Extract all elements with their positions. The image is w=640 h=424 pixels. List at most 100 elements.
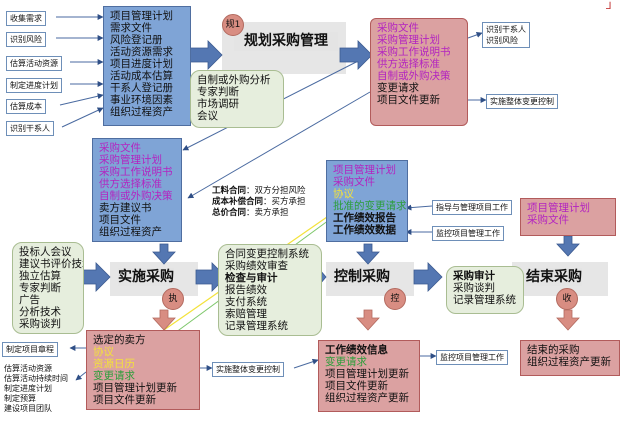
link-identify-stakeholders	[61, 107, 104, 128]
close-output-item: 组织过程资产更新	[527, 356, 611, 368]
conduct-output-item: 项目管理计划更新	[93, 382, 177, 394]
arrow-conduct-input-down	[152, 243, 176, 265]
plan-to-label-item: 识别干系人	[486, 25, 526, 34]
conduct-input-item: 采购文件	[99, 142, 141, 154]
conduct-tool-item: 投标人会议	[19, 246, 72, 258]
plan-input-item: 项目管理计划	[110, 10, 173, 22]
close-badge: 收	[556, 288, 578, 310]
conduct-input-item: 项目文件	[99, 214, 141, 226]
conduct-to-list-item: 制定进度计划	[4, 384, 52, 393]
link-change-to-control	[293, 358, 319, 369]
plan-to-label: 识别干系人 识别风险	[482, 22, 530, 48]
conduct-outputs-box: 选定的卖方 协议 资源日历 变更请求 项目管理计划更新 项目文件更新	[86, 330, 200, 410]
plan-output-item: 项目文件更新	[377, 94, 440, 106]
plan-tool-item: 自制或外购分析	[197, 74, 271, 86]
left-input-label: 识别风险	[6, 32, 46, 47]
plan-tools-box: 自制或外购分析 专家判断 市场调研 会议	[190, 70, 284, 128]
plan-input-item: 需求文件	[110, 22, 152, 34]
control-tool-item: 检查与审计	[225, 272, 278, 284]
plan-badge: 规1	[222, 14, 244, 36]
plan-output-item: 采购工作说明书	[377, 46, 451, 58]
contract-types-note: 工料合同：双方分担风险 成本补偿合同：买方承担 总价合同：卖方承担	[212, 186, 306, 219]
corner-mark: ⅃	[606, 1, 612, 12]
contract-type-row: 总价合同：卖方承担	[212, 208, 289, 218]
link-estimate-costs	[59, 93, 104, 106]
conduct-tools-box: 投标人会议 建议书评价技术 独立估算 专家判断 广告 分析技术 采购谈判	[12, 242, 84, 334]
conduct-to-list-item: 估算活动持续时间	[4, 374, 68, 383]
control-input-item: 项目管理计划	[333, 164, 396, 176]
close-tool-item: 采购谈判	[453, 282, 495, 294]
conduct-input-item: 组织过程资产	[99, 226, 162, 238]
plan-change-label: 实施整体变更控制	[486, 94, 558, 109]
arrow-control-out	[413, 262, 443, 292]
plan-input-item: 风险登记册	[110, 34, 163, 46]
left-input-label: 识别干系人	[6, 121, 54, 136]
conduct-tool-item: 广告	[19, 294, 40, 306]
plan-to-label-item: 识别风险	[486, 36, 518, 45]
left-input-label: 估算活动资源	[6, 56, 62, 71]
close-tool-item: 采购审计	[453, 270, 495, 282]
arrow-plan-in	[189, 40, 223, 70]
plan-output-item: 变更请求	[377, 82, 419, 94]
control-to-label: 监控项目管理工作	[436, 350, 508, 365]
conduct-to-charter-label: 制定项目章程	[2, 342, 58, 357]
control-title: 控制采购	[334, 268, 390, 286]
plan-input-item: 事业环境因素	[110, 94, 173, 106]
control-tool-item: 合同变更控制系统	[225, 248, 309, 260]
close-input-item: 项目管理计划	[527, 202, 590, 214]
close-inputs-box: 项目管理计划 采购文件	[520, 198, 616, 236]
plan-inputs-box: 项目管理计划 需求文件 风险登记册 活动资源需求 项目进度计划 活动成本估算 干…	[103, 6, 191, 126]
link-to-resource-list	[75, 371, 87, 381]
plan-outputs-box: 采购文件 采购管理计划 采购工作说明书 供方选择标准 自制或外购决策 变更请求 …	[370, 18, 468, 126]
plan-title: 规划采购管理	[234, 32, 338, 51]
control-tool-item: 采购绩效审查	[225, 260, 288, 272]
plan-input-item: 活动成本估算	[110, 70, 173, 82]
control-input-item: 批准的变更请求	[333, 200, 407, 212]
plan-tool-item: 会议	[197, 110, 218, 122]
conduct-output-item: 资源日历	[93, 358, 135, 370]
link-to-stakeholders-risks	[467, 31, 483, 39]
arrow-close-down	[556, 309, 580, 331]
conduct-output-item: 协议	[93, 346, 114, 358]
contract-type-row: 工料合同：双方分担风险	[212, 186, 306, 196]
control-tools-box: 合同变更控制系统 采购绩效审查 检查与审计 报告绩效 支付系统 索赔管理 记录管…	[218, 244, 322, 336]
arrow-control-down	[356, 309, 380, 331]
plan-tool-item: 专家判断	[197, 86, 239, 98]
conduct-to-list: 估算活动资源 估算活动持续时间 制定进度计划 制定预算 建设项目团队	[4, 364, 68, 414]
control-tool-item: 报告绩效	[225, 284, 267, 296]
plan-input-item: 活动资源需求	[110, 46, 173, 58]
conduct-to-list-item: 建设项目团队	[4, 404, 52, 413]
link-direct-manage-work	[405, 204, 433, 211]
conduct-title: 实施采购	[118, 268, 174, 286]
plan-output-item: 自制或外购决策	[377, 70, 451, 82]
control-output-item: 变更请求	[325, 356, 367, 368]
close-title: 结束采购	[526, 268, 582, 286]
control-input-item: 协议	[333, 188, 354, 200]
control-output-item: 项目管理计划更新	[325, 368, 409, 380]
control-output-item: 组织过程资产更新	[325, 392, 409, 404]
conduct-change-label: 实施整体变更控制	[212, 362, 284, 377]
left-input-label: 估算成本	[6, 99, 46, 114]
conduct-inputs-box: 采购文件 采购管理计划 采购工作说明书 供方选择标准 自制或外购决策 卖方建议书…	[92, 138, 182, 242]
control-output-item: 工作绩效信息	[325, 344, 388, 356]
control-inputs-box: 项目管理计划 采购文件 协议 批准的变更请求 工作绩效报告 工作绩效数据	[326, 160, 408, 242]
conduct-output-item: 项目文件更新	[93, 394, 156, 406]
conduct-output-item: 选定的卖方	[93, 334, 146, 346]
control-from-label: 监控项目管理工作	[432, 226, 504, 241]
close-outputs-box: 结束的采购 组织过程资产更新	[520, 340, 620, 376]
arrow-control-input-down	[356, 243, 380, 265]
close-output-item: 结束的采购	[527, 344, 580, 356]
conduct-output-item: 变更请求	[93, 370, 135, 382]
plan-tool-item: 市场调研	[197, 98, 239, 110]
plan-output-item: 采购文件	[377, 22, 419, 34]
plan-output-item: 供方选择标准	[377, 58, 440, 70]
conduct-tool-item: 采购谈判	[19, 318, 61, 330]
control-tool-item: 支付系统	[225, 296, 267, 308]
conduct-tool-item: 独立估算	[19, 270, 61, 282]
control-input-item: 工作绩效报告	[333, 212, 396, 224]
conduct-input-item: 卖方建议书	[99, 202, 152, 214]
arrow-close-input-down	[556, 235, 580, 257]
arrow-plan-out	[339, 40, 373, 70]
control-tool-item: 记录管理系统	[225, 320, 288, 332]
